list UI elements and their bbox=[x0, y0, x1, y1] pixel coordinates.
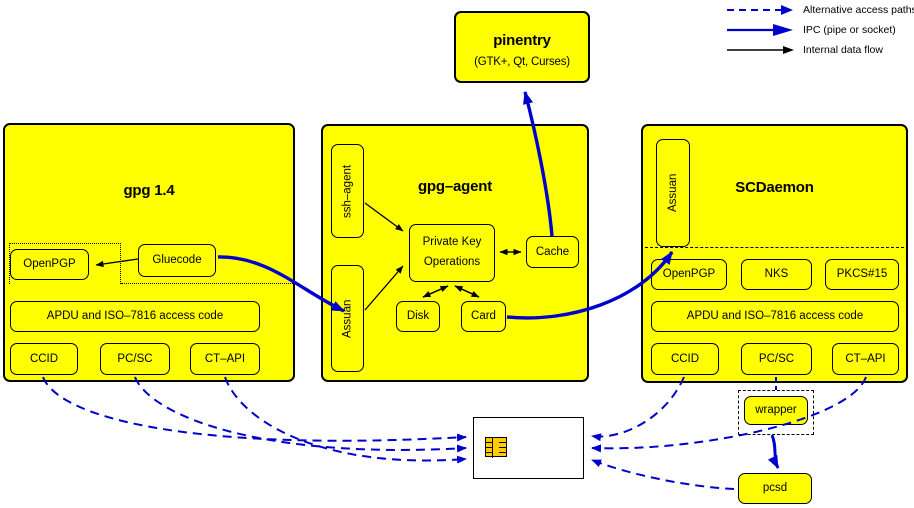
legend-item-alternative-access-paths: Alternative access paths bbox=[725, 2, 914, 18]
gpg-ccid-node[interactable]: CCID bbox=[10, 343, 78, 375]
gpg-title: gpg 1.4 bbox=[123, 182, 175, 199]
legend-item-internal-data-flow: Internal data flow bbox=[725, 42, 914, 58]
smartcard-chip-icon bbox=[485, 437, 507, 458]
scdaemon-layer-separator bbox=[645, 247, 904, 249]
dashed-arrow-icon bbox=[727, 5, 793, 15]
scdaemon-nks-node[interactable]: NKS bbox=[741, 259, 812, 290]
private-key-line-2: Operations bbox=[423, 256, 481, 268]
gpg-apdu-node[interactable]: APDU and ISO–7816 access code bbox=[10, 301, 260, 332]
legend: Alternative access paths IPC (pipe or so… bbox=[725, 0, 914, 56]
gpg-agent-disk-node[interactable]: Disk bbox=[396, 301, 440, 332]
altpath-gpg-pcsc-to-smartcard bbox=[134, 376, 467, 453]
gpg-openpgp-node[interactable]: OpenPGP bbox=[10, 249, 89, 280]
altpath-gpg-ctapi-to-smartcard bbox=[224, 376, 467, 464]
thick-arrow-icon bbox=[727, 24, 793, 36]
pinentry-box[interactable]: pinentry (GTK+, Qt, Curses) bbox=[454, 11, 590, 83]
scdaemon-ctapi-node[interactable]: CT–API bbox=[832, 343, 899, 375]
scdaemon-title: SCDaemon bbox=[735, 179, 814, 196]
gpg-gluecode-node[interactable]: Gluecode bbox=[138, 244, 216, 277]
thin-arrow-icon bbox=[727, 46, 794, 54]
gpg-pcsc-node[interactable]: PC/SC bbox=[100, 343, 170, 375]
legend-label-ipc: IPC (pipe or socket) bbox=[803, 24, 896, 36]
pcscd-node[interactable]: pcsd bbox=[738, 473, 812, 504]
wrapper-node[interactable]: wrapper bbox=[744, 396, 808, 425]
legend-label-internal-data-flow: Internal data flow bbox=[803, 44, 883, 56]
altpath-scdaemon-ccid-to-smartcard bbox=[591, 376, 685, 442]
scdaemon-apdu-node[interactable]: APDU and ISO–7816 access code bbox=[651, 301, 899, 332]
gpg-agent-cache-node[interactable]: Cache bbox=[526, 236, 579, 268]
scdaemon-openpgp-node[interactable]: OpenPGP bbox=[651, 259, 727, 290]
pinentry-title: pinentry bbox=[493, 32, 551, 49]
gpg-card-layer-region-bottom bbox=[121, 283, 293, 285]
gpg-agent-ssh-agent-node[interactable]: ssh–agent bbox=[331, 144, 364, 238]
gpg-agent-title: gpg–agent bbox=[417, 178, 493, 195]
legend-label-alternative-access-paths: Alternative access paths bbox=[803, 4, 914, 16]
private-key-line-1: Private Key bbox=[422, 236, 482, 249]
gpg-agent-assuan-node[interactable]: Assuan bbox=[331, 265, 364, 372]
pinentry-subtitle: (GTK+, Qt, Curses) bbox=[474, 56, 570, 68]
legend-item-ipc: IPC (pipe or socket) bbox=[725, 22, 914, 38]
altpath-pcscd-to-smartcard bbox=[591, 459, 735, 490]
altpath-gpg-ccid-to-smartcard bbox=[42, 376, 467, 442]
scdaemon-ccid-node[interactable]: CCID bbox=[651, 343, 719, 375]
gpg-agent-card-node[interactable]: Card bbox=[461, 301, 506, 332]
scdaemon-pkcs15-node[interactable]: PKCS#15 bbox=[825, 259, 899, 290]
ipc-wrapper-to-pcscd bbox=[767, 434, 780, 469]
altpath-scdaemon-ctapi-to-smartcard bbox=[591, 376, 867, 453]
scdaemon-assuan-node[interactable]: Assuan bbox=[656, 139, 690, 247]
gpg-ctapi-node[interactable]: CT–API bbox=[190, 343, 260, 375]
gpg-agent-private-key-operations-node[interactable]: Private Key Operations bbox=[409, 224, 495, 282]
scdaemon-pcsc-node[interactable]: PC/SC bbox=[741, 343, 812, 375]
